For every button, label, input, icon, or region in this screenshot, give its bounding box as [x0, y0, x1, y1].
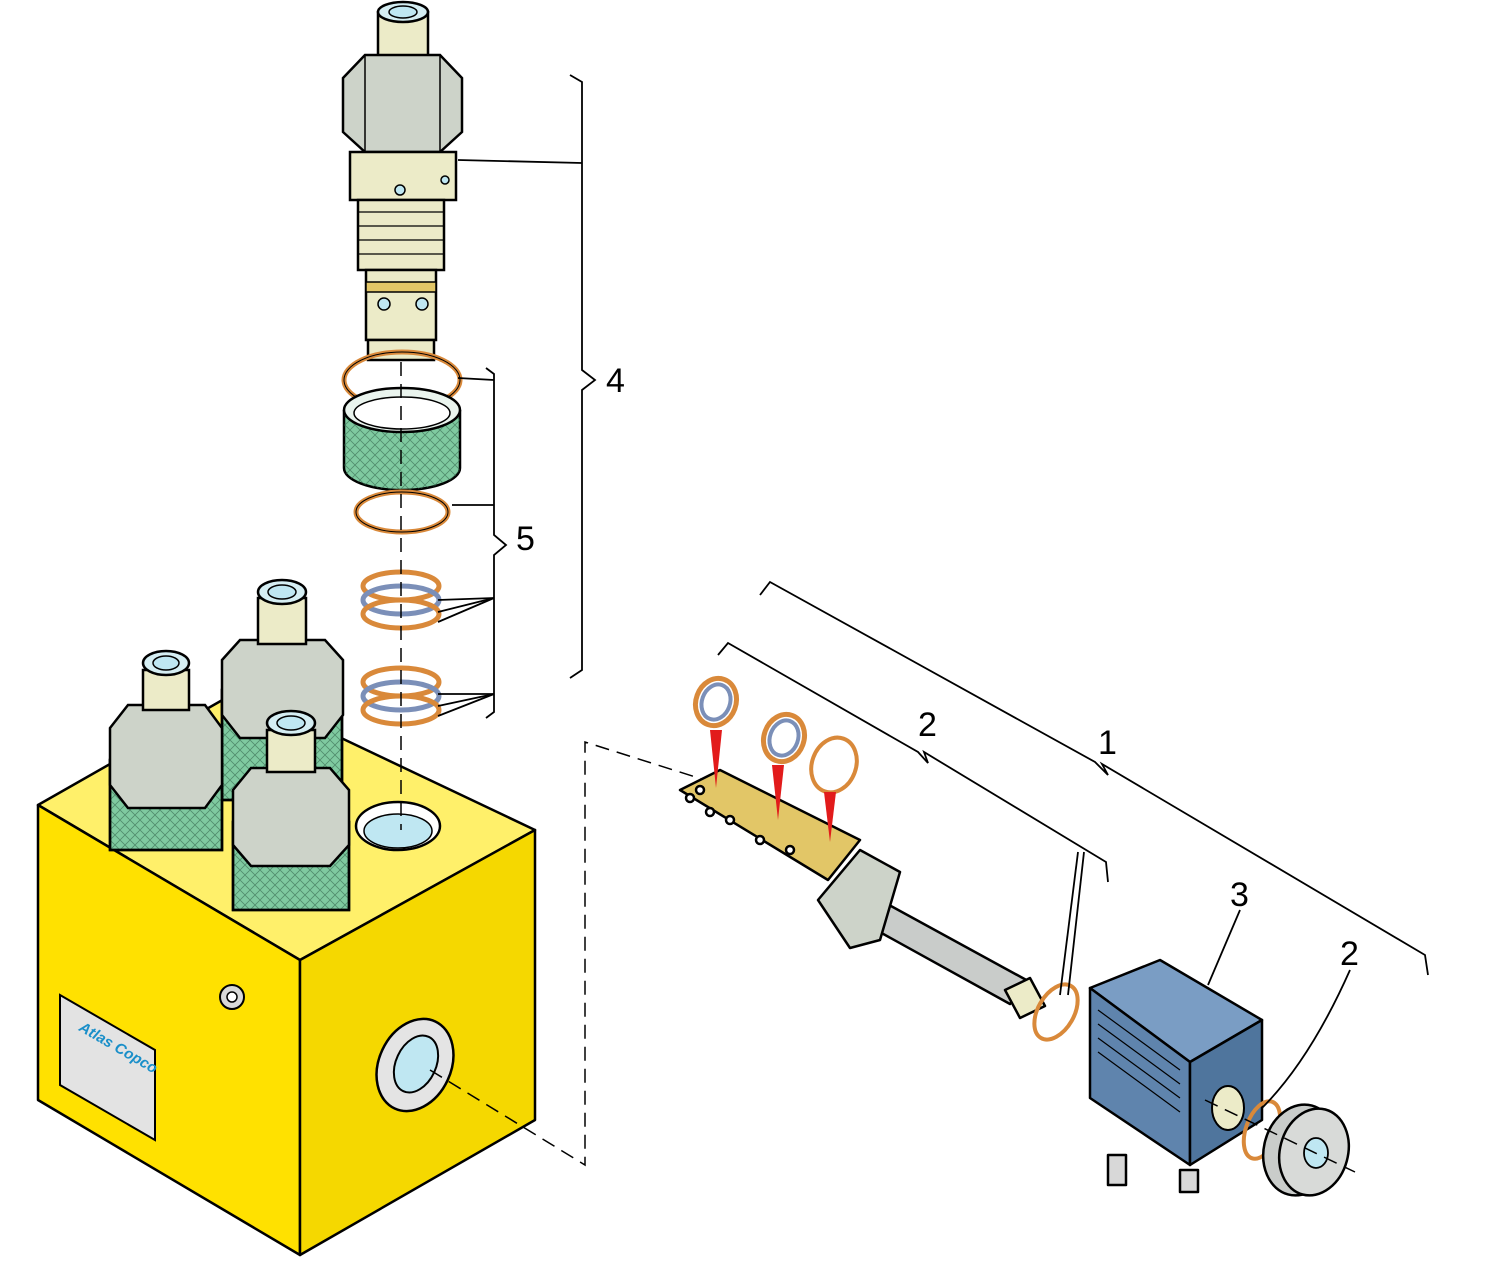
leader-3 [1207, 909, 1241, 986]
installed-cartridge-front [231, 709, 351, 912]
callout-5: 5 [516, 520, 535, 558]
seal-kit [341, 349, 463, 727]
leader-2-right [1261, 969, 1351, 1109]
callout-3: 3 [1230, 876, 1249, 914]
bracket-4 [457, 74, 597, 679]
callout-2-left: 2 [918, 706, 937, 744]
side-port [375, 1017, 455, 1113]
brand-nameplate: Atlas Copco [59, 993, 160, 1142]
stem-seals [692, 675, 859, 795]
callout-4: 4 [606, 362, 625, 400]
callout-1: 1 [1098, 724, 1117, 762]
bracket-5 [437, 367, 508, 719]
solenoid-stem [678, 768, 1047, 1020]
top-cavity [354, 800, 442, 852]
bracket-1 [759, 580, 1429, 976]
install-pointers [710, 730, 836, 842]
exploded-cartridge [341, 0, 464, 362]
stem-end-oring [1032, 982, 1080, 1042]
knurled-nut [1261, 1103, 1351, 1197]
port-connector-line [429, 740, 706, 1167]
coil-axis [1204, 1099, 1356, 1173]
backup-rings-upper [360, 569, 442, 631]
bracket-2-left [717, 641, 1109, 996]
callout-2-right: 2 [1340, 935, 1359, 973]
solenoid-coil [1088, 958, 1264, 1194]
block-screw [219, 984, 245, 1010]
installed-cartridge-left [108, 649, 224, 852]
